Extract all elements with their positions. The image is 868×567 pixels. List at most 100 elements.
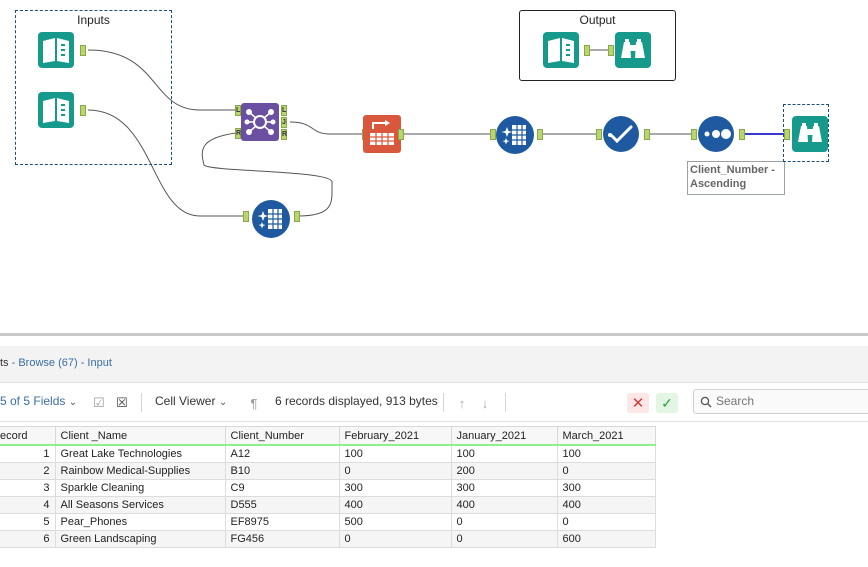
chevron-down-icon: ⌄ <box>218 397 228 408</box>
column-header-client-number[interactable]: Client_Number <box>224 426 340 446</box>
input-anchor[interactable] <box>596 129 602 140</box>
join-inner-output-anchor[interactable] <box>281 117 287 128</box>
arrow-up-icon[interactable]: ↑ <box>458 395 466 411</box>
cell[interactable]: 300 <box>450 479 558 497</box>
cell[interactable]: 100 <box>338 444 452 463</box>
column-header-client-name[interactable]: Client _Name <box>54 426 226 446</box>
browse-tool-2[interactable] <box>615 32 651 68</box>
column-header-february-2021[interactable]: February_2021 <box>338 426 452 446</box>
checkmark-icon <box>603 116 639 152</box>
cell[interactable]: Great Lake Technologies <box>54 444 226 463</box>
column-header-january-2021[interactable]: January_2021 <box>450 426 558 446</box>
fields-selector[interactable]: 5 of 5 Fields ⌄ <box>0 394 77 408</box>
join-tool[interactable] <box>241 103 279 141</box>
cell[interactable]: 100 <box>556 444 656 463</box>
cell[interactable]: 0 <box>556 513 656 531</box>
browse-tool-1[interactable] <box>792 116 828 152</box>
output-anchor[interactable] <box>584 45 590 56</box>
results-header: ts - Browse (67) - Input <box>0 346 868 383</box>
cell[interactable]: All Seasons Services <box>54 496 226 514</box>
cell[interactable]: Rainbow Medical-Supplies <box>54 462 226 480</box>
input-anchor[interactable] <box>243 211 249 222</box>
deselect-icon[interactable]: ☒ <box>116 395 128 410</box>
record-number: 6 <box>0 530 56 548</box>
book-icon <box>543 32 579 68</box>
sort-tool[interactable] <box>697 115 735 153</box>
cell[interactable]: 200 <box>450 462 558 480</box>
cell[interactable]: Sparkle Cleaning <box>54 479 226 497</box>
table-row[interactable]: 2 Rainbow Medical-Supplies B10 0 200 0 <box>0 462 656 480</box>
join-left-output-anchor[interactable] <box>281 105 287 116</box>
results-title-rest: - Browse (67) - Input <box>8 357 112 369</box>
cell[interactable]: 100 <box>450 444 558 463</box>
join-left-input-anchor[interactable] <box>235 105 241 116</box>
table-row[interactable]: 1 Great Lake Technologies A12 100 100 10… <box>0 444 656 463</box>
input-anchor[interactable] <box>490 129 496 140</box>
transpose-tool[interactable] <box>363 115 401 153</box>
search-input[interactable] <box>716 394 861 408</box>
formula-icon <box>252 200 290 238</box>
output-container[interactable]: Output <box>519 10 676 81</box>
input-data-tool-1[interactable] <box>38 32 76 68</box>
cell[interactable]: 300 <box>556 479 656 497</box>
record-number: 3 <box>0 479 56 497</box>
cell[interactable]: 400 <box>450 496 558 514</box>
cell[interactable]: 300 <box>338 479 452 497</box>
input-anchor[interactable] <box>691 129 697 140</box>
checkbox-icon[interactable]: ☑ <box>93 395 105 410</box>
output-anchor[interactable] <box>80 45 86 56</box>
cell-viewer-dropdown[interactable]: Cell Viewer ⌄ <box>155 394 227 408</box>
cell[interactable]: 0 <box>338 462 452 480</box>
join-right-input-anchor[interactable] <box>235 128 241 139</box>
output-anchor[interactable] <box>739 129 745 140</box>
workflow-wires <box>87 49 784 217</box>
output-anchor[interactable] <box>398 129 404 140</box>
cell[interactable]: C9 <box>224 479 340 497</box>
table-row[interactable]: 4 All Seasons Services D555 400 400 400 <box>0 496 656 514</box>
cell[interactable]: 400 <box>556 496 656 514</box>
input-data-tool-3[interactable] <box>543 32 581 68</box>
cell[interactable]: EF8975 <box>224 513 340 531</box>
pane-splitter[interactable] <box>0 333 868 336</box>
cell[interactable]: Pear_Phones <box>54 513 226 531</box>
pilcrow-icon[interactable]: ¶ <box>250 395 258 411</box>
cell[interactable]: FG456 <box>224 530 340 548</box>
cell[interactable]: 0 <box>556 462 656 480</box>
record-number: 5 <box>0 513 56 531</box>
apply-icon[interactable]: ✓ <box>656 393 678 413</box>
input-anchor[interactable] <box>608 45 614 56</box>
cell[interactable]: B10 <box>224 462 340 480</box>
binoculars-icon <box>792 116 828 152</box>
table-row[interactable]: 6 Green Landscaping FG456 0 0 600 <box>0 530 656 548</box>
results-pane: ts - Browse (67) - Input 5 of 5 Fields ⌄… <box>0 336 868 567</box>
cell[interactable]: A12 <box>224 444 340 463</box>
input-data-tool-2[interactable] <box>38 92 76 128</box>
output-anchor[interactable] <box>537 129 543 140</box>
input-anchor[interactable] <box>784 129 790 140</box>
cell[interactable]: 400 <box>338 496 452 514</box>
cell[interactable]: 500 <box>338 513 452 531</box>
cell[interactable]: 0 <box>338 530 452 548</box>
cancel-icon[interactable]: ✕ <box>627 393 649 413</box>
output-anchor[interactable] <box>294 211 300 222</box>
workflow-canvas[interactable]: Inputs Output <box>0 0 868 333</box>
formula-tool-2[interactable] <box>251 199 291 239</box>
search-box[interactable] <box>693 389 868 414</box>
cell[interactable]: Green Landscaping <box>54 530 226 548</box>
cell[interactable]: D555 <box>224 496 340 514</box>
cell[interactable]: 600 <box>556 530 656 548</box>
formula-tool-1[interactable] <box>495 115 535 155</box>
join-right-output-anchor[interactable] <box>281 129 287 140</box>
column-header-march-2021[interactable]: March_2021 <box>556 426 656 446</box>
output-anchor[interactable] <box>80 105 86 116</box>
inputs-container[interactable]: Inputs <box>15 10 172 165</box>
select-tool[interactable] <box>602 115 640 153</box>
table-row[interactable]: 3 Sparkle Cleaning C9 300 300 300 <box>0 479 656 497</box>
output-anchor[interactable] <box>644 129 650 140</box>
sort-annotation: Client_Number - Ascending <box>687 161 785 195</box>
table-row[interactable]: 5 Pear_Phones EF8975 500 0 0 <box>0 513 656 531</box>
cell[interactable]: 0 <box>450 530 558 548</box>
cell[interactable]: 0 <box>450 513 558 531</box>
column-header-record[interactable]: ecord <box>0 426 56 446</box>
arrow-down-icon[interactable]: ↓ <box>481 395 489 411</box>
